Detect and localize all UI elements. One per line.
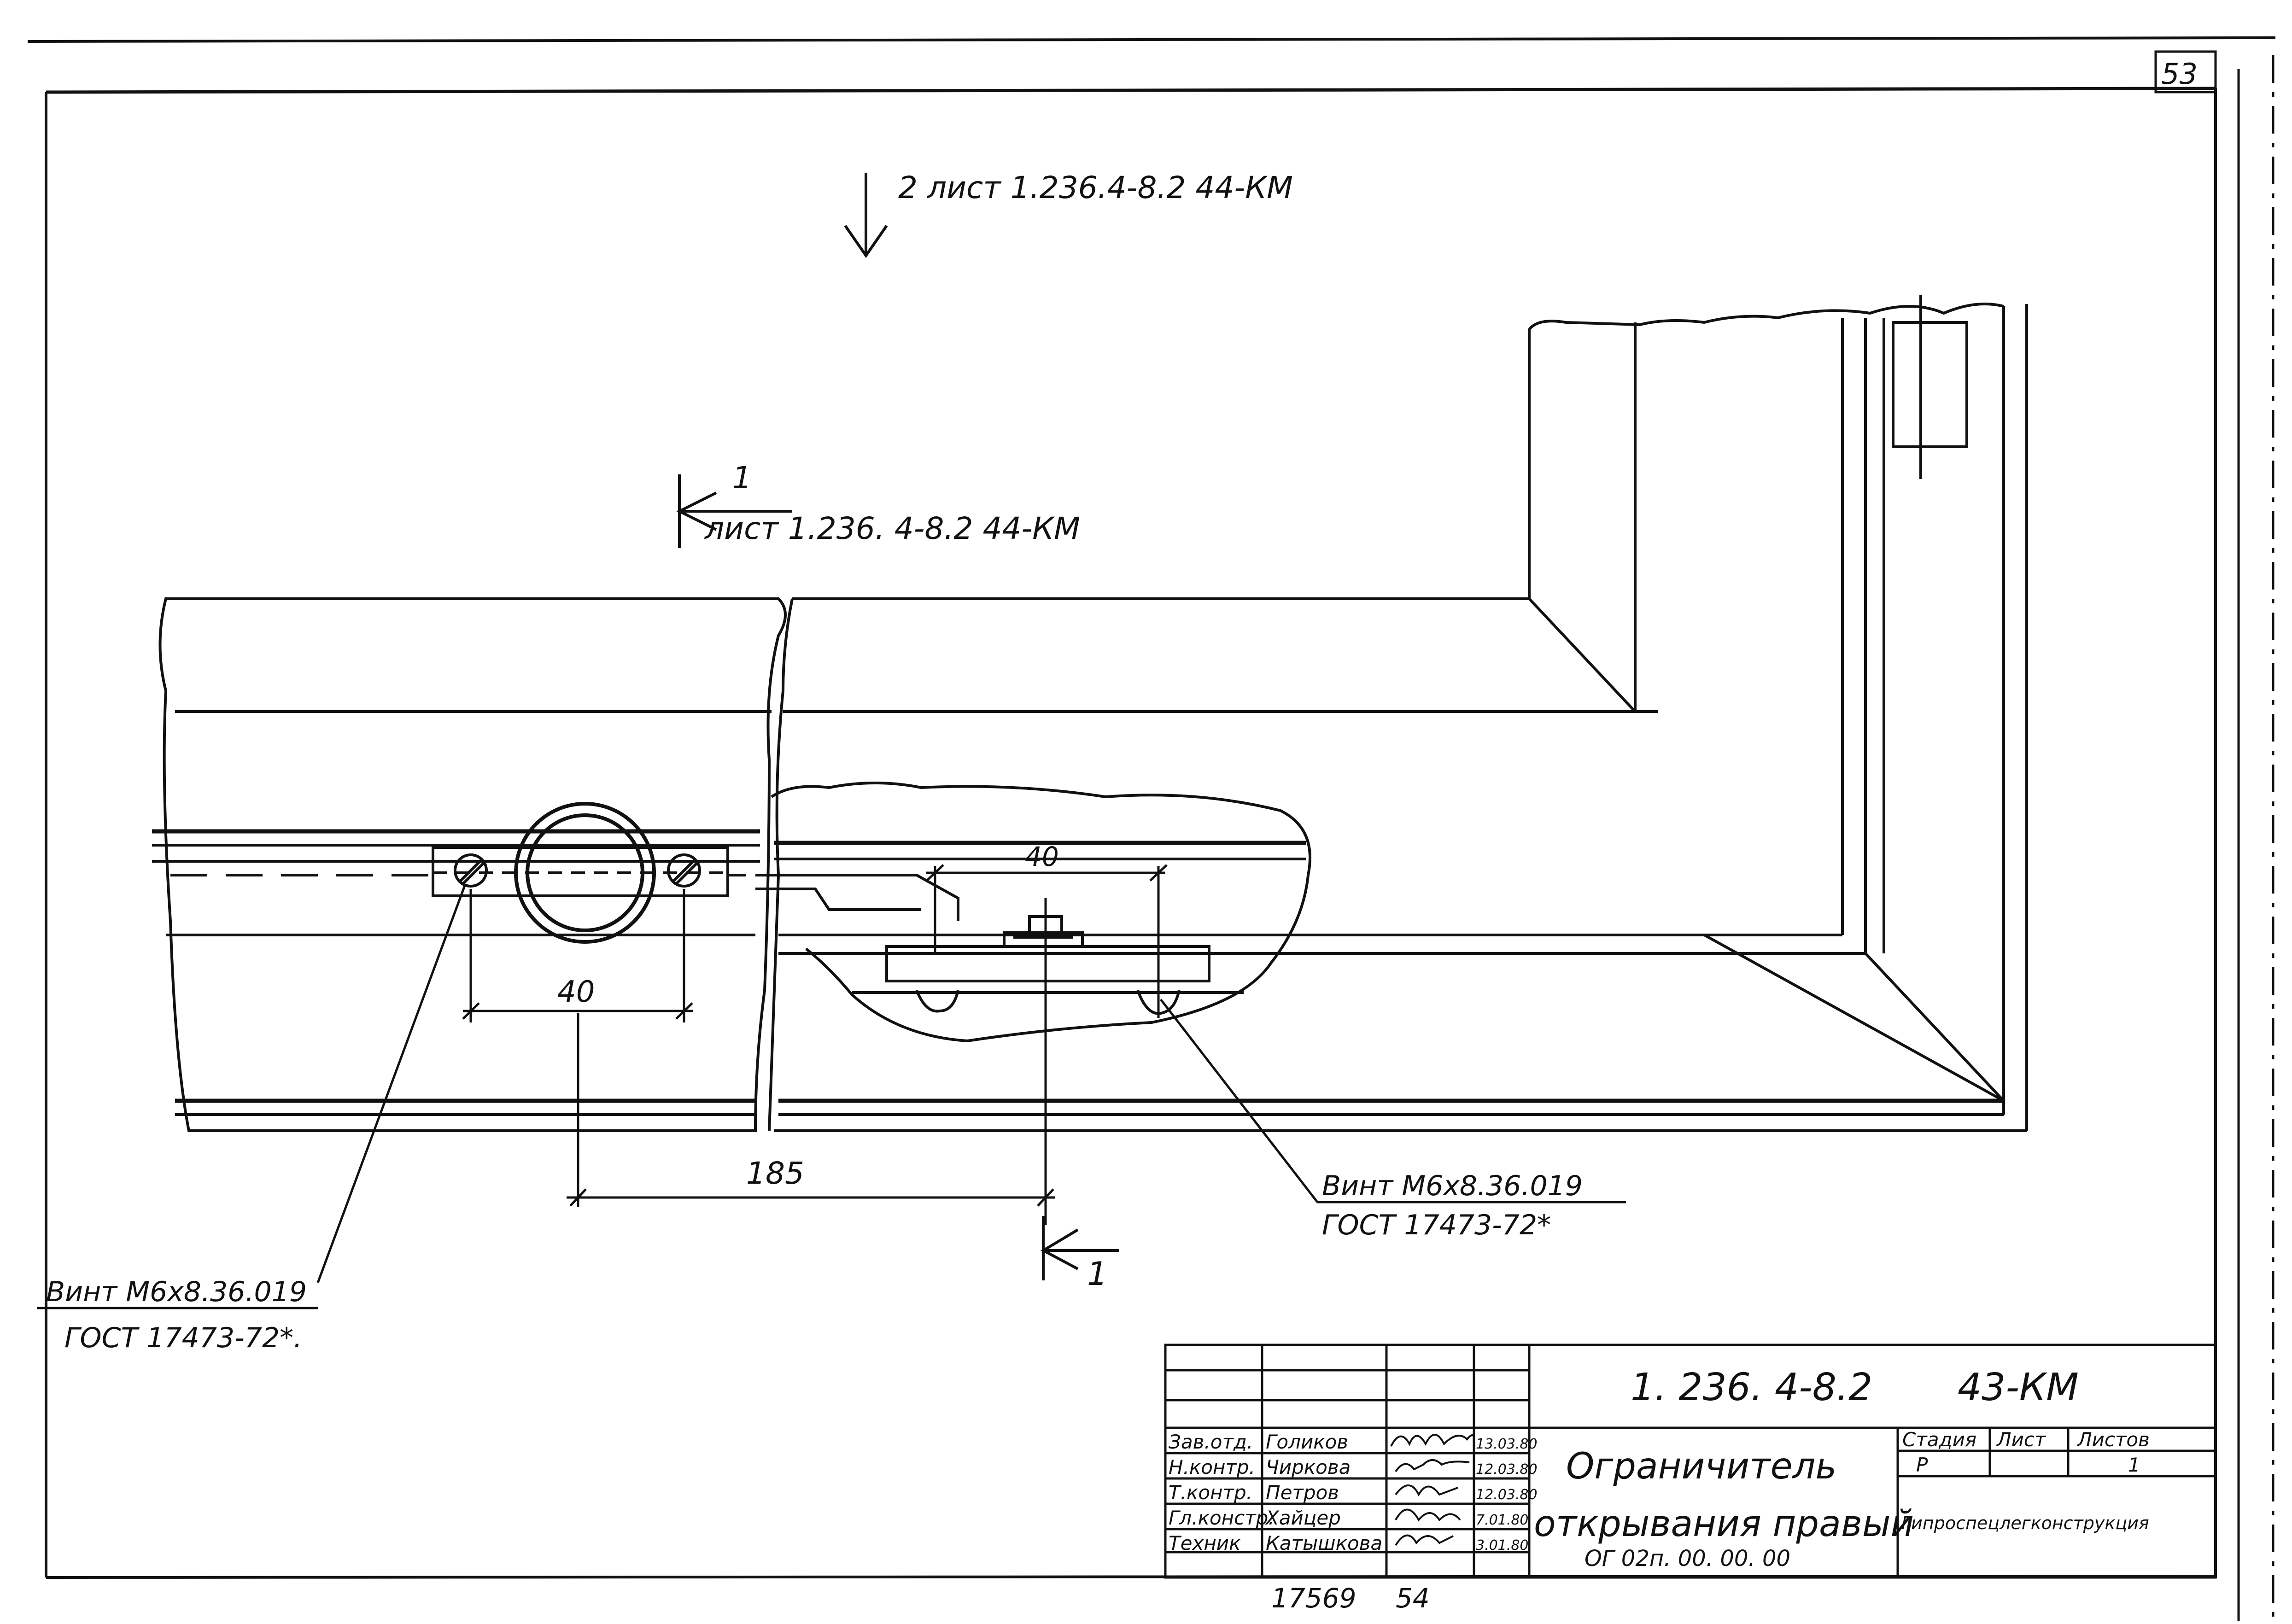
- signature-date: 12.03.80: [1476, 1461, 1538, 1478]
- product-code: ОГ 02п. 00. 00. 00: [1585, 1546, 1790, 1571]
- signature-date: 7.01.80: [1476, 1512, 1529, 1528]
- stamp-number: 17569: [1271, 1583, 1356, 1614]
- signature-name: Петров: [1266, 1481, 1339, 1504]
- right-dimension-40: [926, 864, 1168, 1018]
- page-number: 53: [2161, 57, 2198, 91]
- offset-dimension-label: 185: [746, 1156, 804, 1191]
- left-dimension-40: [462, 889, 693, 1022]
- right-beam-segment: [768, 329, 2027, 1132]
- cutaway-section: [755, 782, 1311, 1043]
- stage-header: Стадия: [1902, 1428, 1976, 1451]
- right-dimension-label: 40: [1025, 841, 1059, 872]
- signature-name: Чиркова: [1266, 1456, 1351, 1478]
- signature-role: Н.контр.: [1169, 1456, 1255, 1478]
- organization: Гипроспецлегконструкция: [1901, 1513, 2149, 1533]
- sheets-value: 1: [2128, 1454, 2140, 1476]
- signature-role: Т.контр.: [1169, 1481, 1252, 1504]
- drawing-suffix: 43-КМ: [1958, 1366, 2079, 1409]
- signature-role: Техник: [1169, 1532, 1241, 1554]
- left-callout-line1: Винт М6х8.36.019: [46, 1276, 307, 1308]
- sheet-header: Лист: [1996, 1428, 2046, 1451]
- corner-post: [1528, 295, 2028, 1131]
- page-number-box: 53: [2154, 50, 2217, 93]
- pipe: [514, 802, 656, 944]
- signature-role: Гл.констр.: [1169, 1507, 1275, 1529]
- signature-table: Зав.отд. Голиков 13.03.80Н.контр. Чиркова 12…: [1169, 1431, 1538, 1554]
- drawing-code: 1. 236. 4-8.2: [1631, 1366, 1872, 1409]
- stage-value: Р: [1916, 1454, 1928, 1476]
- signature-date: 3.01.80: [1476, 1537, 1529, 1554]
- top-view-reference: 2 лист 1.236.4-8.2 44-КМ: [898, 170, 1293, 205]
- sheet-frame: [27, 36, 2276, 1621]
- left-beam-segment: [152, 597, 787, 1132]
- signature-name: Хайцер: [1265, 1507, 1341, 1529]
- section-reference: лист 1.236. 4-8.2 44-КМ: [704, 511, 1080, 546]
- signature-date: 12.03.80: [1476, 1487, 1538, 1503]
- left-callout-leader: [37, 884, 467, 1309]
- left-plate: [432, 846, 729, 897]
- copy-page: 54: [1396, 1583, 1430, 1614]
- title-block-grid: [1164, 1344, 2217, 1579]
- cut-mark: [1040, 1216, 1119, 1280]
- left-dimension-label: 40: [557, 975, 595, 1009]
- signature-name: Голиков: [1266, 1431, 1348, 1453]
- signatures: [1390, 1434, 1475, 1546]
- right-callout-line1: Винт М6х8.36.019: [1322, 1170, 1583, 1202]
- right-callout-leader: [1160, 999, 1626, 1203]
- section-number: 1: [732, 460, 752, 496]
- sheets-header: Листов: [2076, 1428, 2150, 1451]
- cut-mark-label: 1: [1087, 1255, 1108, 1293]
- signature-name: Катышкова: [1266, 1532, 1382, 1554]
- section-arrow: [676, 474, 792, 548]
- drawing-title-line1: Ограничитель: [1566, 1446, 1836, 1487]
- top-view-arrow: [844, 173, 888, 258]
- left-screw-2: [667, 853, 701, 888]
- left-callout-line2: ГОСТ 17473-72*.: [64, 1322, 302, 1354]
- signature-role: Зав.отд.: [1169, 1431, 1253, 1453]
- dimension-185: [567, 898, 1055, 1225]
- right-callout-line2: ГОСТ 17473-72*: [1322, 1209, 1551, 1241]
- signature-date: 13.03.80: [1476, 1436, 1538, 1452]
- drawing-title-line2: открывания правый: [1534, 1503, 1914, 1545]
- left-screw-1: [454, 853, 488, 888]
